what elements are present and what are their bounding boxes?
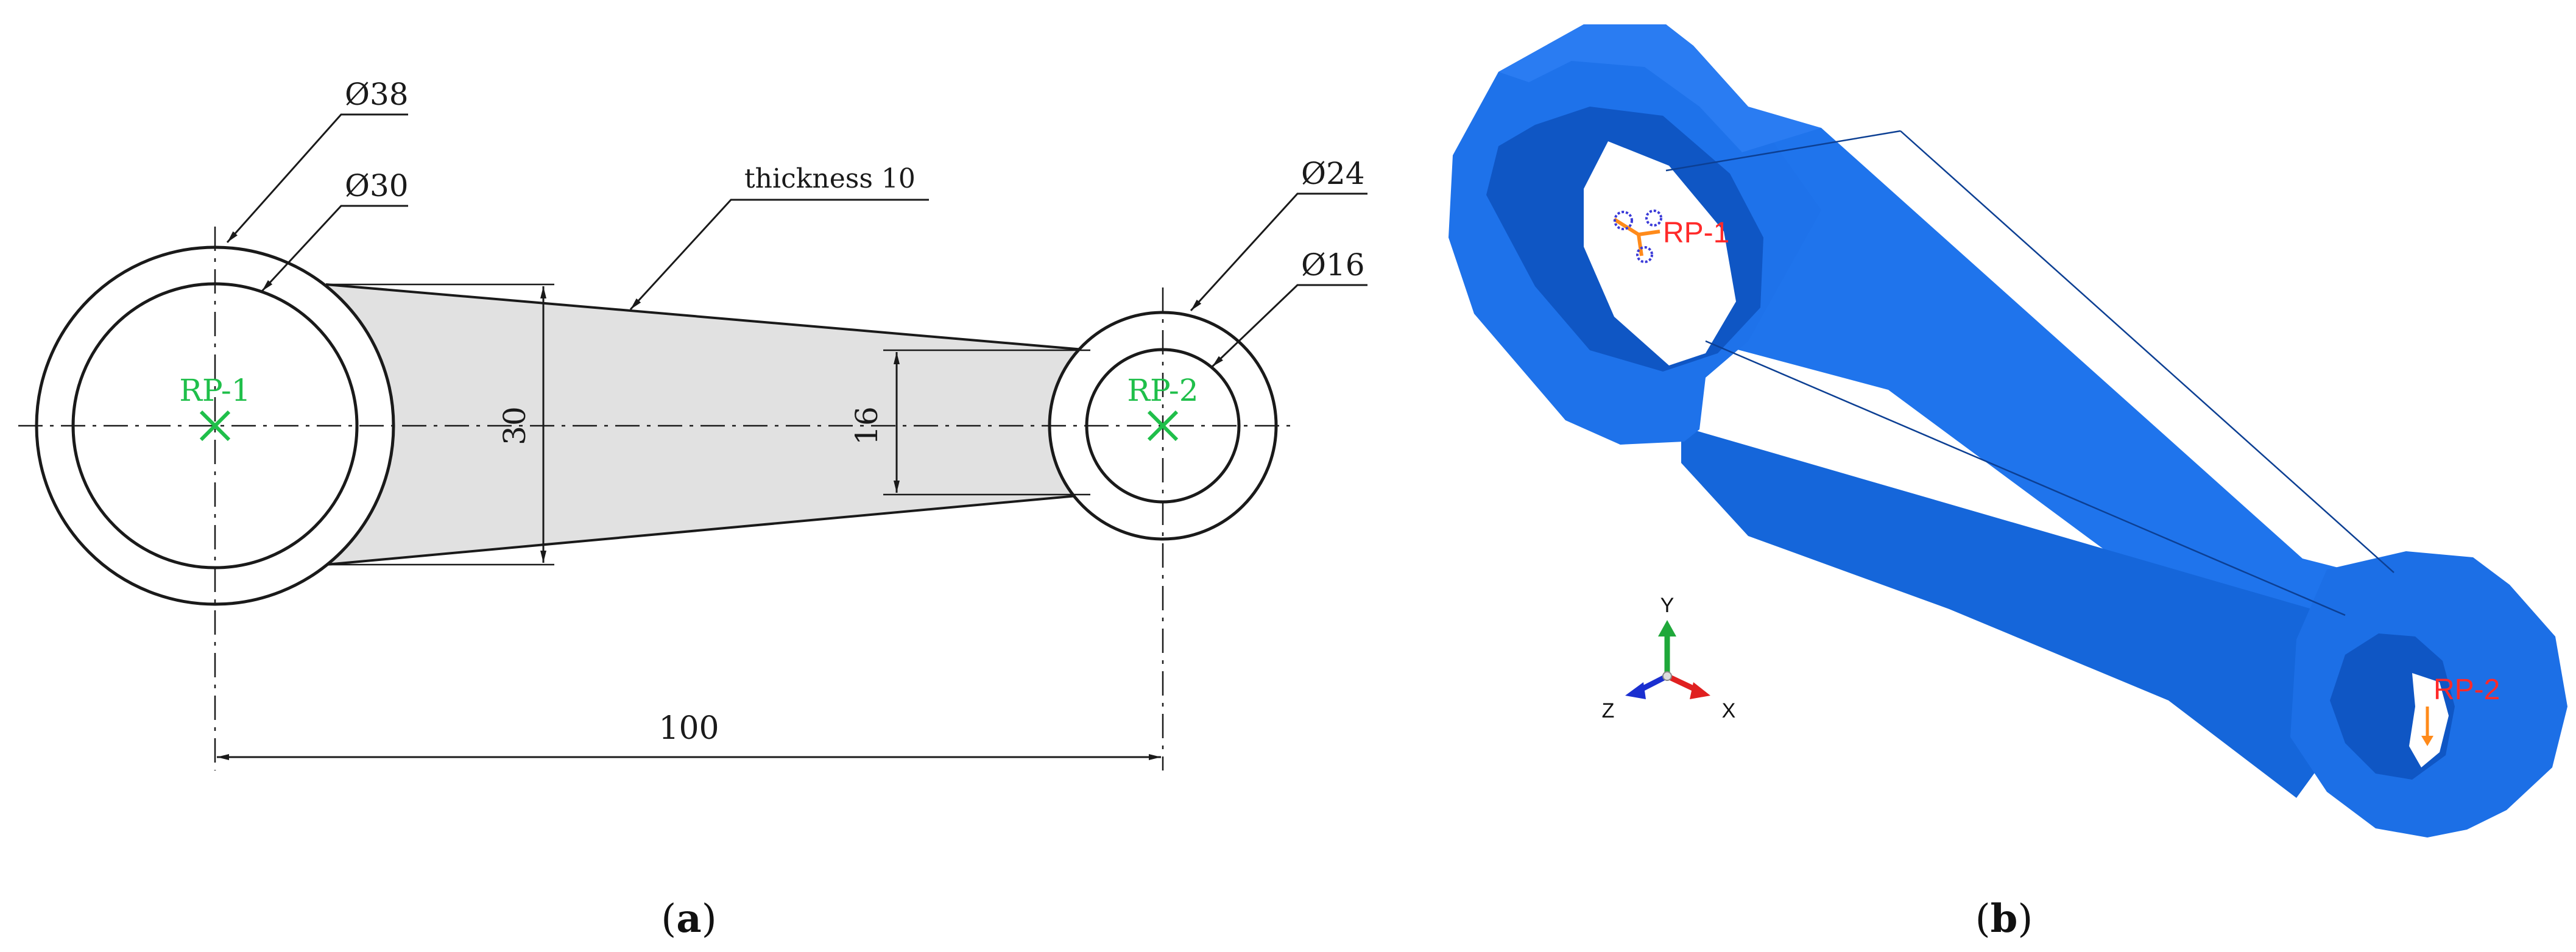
arm-edge-line-2	[1900, 130, 2394, 573]
web-bottom-edge	[325, 493, 1091, 566]
caption-a: (a)	[661, 896, 716, 942]
axis-triad-icon	[1625, 620, 1710, 699]
arm-edge-line	[1705, 340, 2346, 616]
outer-dia-small-label: Ø24	[1301, 156, 1365, 191]
big-end-hole-opening	[1584, 141, 1736, 365]
leader-outer-dia-big	[226, 113, 408, 243]
caption-b: (b)	[1975, 896, 2033, 942]
rp2-marker-icon	[1147, 410, 1179, 442]
rp1-3d-label: RP-1	[1663, 217, 1729, 249]
rp2-3d-label: RP-2	[2433, 674, 2500, 706]
leader-outer-dia-small	[1190, 192, 1367, 312]
inner-dia-big-label: Ø30	[345, 168, 409, 203]
axis-z-label: Z	[1602, 699, 1615, 722]
arm-ridge-line	[1665, 130, 1901, 172]
panel-b-3d-model: RP-1 RP-2 Y Z X (b)	[1449, 24, 2567, 942]
axis-y-label: Y	[1660, 594, 1674, 617]
rp2-label: RP-2	[1127, 373, 1198, 408]
rp2-3d-marker-icon	[2421, 707, 2433, 746]
dim100-text: 100	[658, 710, 719, 747]
big-end-ring-top-face	[1498, 24, 1821, 152]
thickness-label: thickness 10	[744, 163, 916, 194]
web-section	[326, 284, 1090, 565]
dim30-text: 30	[497, 406, 532, 445]
inner-dia-small-label: Ø16	[1301, 247, 1365, 283]
outer-dia-big-label: Ø38	[345, 77, 409, 112]
rp1-label: RP-1	[179, 373, 250, 408]
dim16-text: 16	[849, 406, 884, 445]
leader-inner-dia-big	[261, 205, 408, 292]
leader-inner-dia-small	[1211, 284, 1367, 368]
leader-thickness	[629, 199, 929, 311]
rp1-3d-marker-icon	[1613, 210, 1662, 263]
web-top-edge	[325, 283, 1091, 351]
panel-a-drawing: RP-1 RP-2 30 16 100 Ø38 Ø30 thickness 10…	[18, 77, 1367, 942]
arm-side-face	[1681, 426, 2363, 798]
axis-x-label: X	[1722, 699, 1736, 722]
rp1-marker-icon	[199, 410, 231, 442]
